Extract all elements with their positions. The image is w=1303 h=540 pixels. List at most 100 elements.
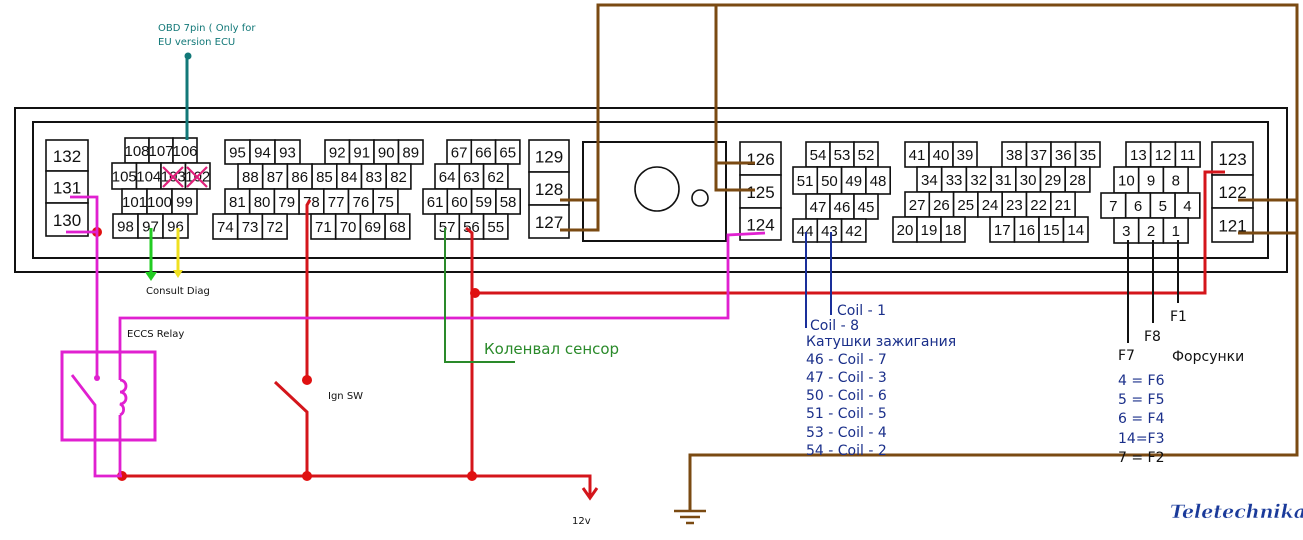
- pin-number: 98: [117, 219, 134, 236]
- pin-number: 25: [957, 197, 974, 214]
- ground-symbol-icon: [674, 509, 706, 525]
- pin-number: 11: [1180, 147, 1196, 164]
- ecu-housing-outer: [14, 107, 1288, 273]
- pin-41: 41: [904, 141, 930, 168]
- pin-10: 10: [1113, 166, 1140, 194]
- pin-box: [124, 137, 150, 164]
- pin-box: [853, 193, 879, 220]
- pin-73: 73: [236, 213, 264, 240]
- pin-number: 76: [353, 194, 370, 211]
- crank-sensor-wire: [444, 228, 515, 363]
- pin-96: 96: [162, 213, 189, 239]
- pin-box: [1211, 174, 1254, 209]
- pin-121: 121: [1211, 207, 1254, 243]
- pin-99: 99: [171, 188, 198, 215]
- pin-box: [904, 141, 930, 168]
- pin-number: 106: [172, 143, 197, 160]
- pin-91: 91: [348, 139, 375, 165]
- pin-box: [892, 216, 918, 243]
- pin-37: 37: [1025, 141, 1052, 168]
- pin-number: 71: [315, 219, 332, 236]
- pin-74: 74: [212, 213, 239, 240]
- crank-sensor-label: Коленвал сенсор: [484, 340, 619, 358]
- pin-number: 90: [378, 145, 395, 162]
- pin-number: 22: [1030, 197, 1047, 214]
- pin-number: 33: [946, 172, 963, 189]
- pin-number: 13: [1130, 147, 1147, 164]
- injector-list-item: 5 = F5: [1118, 392, 1165, 408]
- pin-75: 75: [372, 188, 399, 215]
- pin-28: 28: [1064, 166, 1091, 193]
- ecu-mount-small: [691, 189, 709, 207]
- pin-number: 105: [112, 169, 137, 186]
- pin-24: 24: [977, 191, 1004, 218]
- pin-47: 47: [805, 193, 831, 220]
- pin-52: 52: [853, 141, 879, 168]
- pin-box: [446, 188, 473, 215]
- pin-number: 121: [1218, 217, 1246, 236]
- pin-25: 25: [952, 191, 979, 218]
- eccs-relay-box: [60, 350, 157, 442]
- pin-61: 61: [422, 188, 449, 215]
- pin-box: [111, 162, 138, 190]
- f7-label: F7: [1118, 348, 1135, 364]
- pin-number: 122: [1218, 183, 1246, 202]
- coil-list-item: 47 - Coil - 3: [806, 370, 887, 386]
- pin-122: 122: [1211, 174, 1254, 209]
- pin-45: 45: [853, 193, 879, 220]
- pin-123: 123: [1211, 141, 1254, 176]
- pin-7: 7: [1100, 192, 1127, 219]
- pin-box: [1211, 207, 1254, 243]
- pin-number: 20: [897, 222, 914, 239]
- pin-number: 52: [858, 147, 875, 164]
- pin-number: 46: [834, 199, 851, 216]
- coils-title: Катушки зажигания: [806, 334, 956, 350]
- pin-box: [965, 166, 992, 193]
- pin-number: 123: [1218, 150, 1246, 169]
- pin-number: 58: [500, 194, 517, 211]
- pin-43: 43: [816, 218, 843, 243]
- coil-1-label: Coil - 1: [837, 303, 886, 319]
- pin-58: 58: [495, 188, 521, 215]
- pin-68: 68: [384, 213, 411, 240]
- pin-number: 16: [1018, 222, 1035, 239]
- pin-number: 18: [945, 222, 962, 239]
- pin-1: 1: [1162, 217, 1189, 244]
- pin-number: 77: [328, 194, 345, 211]
- connector-pins: 1321311301081071061051041031021011009998…: [45, 137, 1254, 244]
- pin-number: 4: [1183, 198, 1191, 215]
- pin-5: 5: [1149, 192, 1176, 219]
- pin-65: 65: [494, 139, 521, 165]
- pin-126: 126: [739, 141, 782, 176]
- pin-box: [1113, 217, 1140, 244]
- pin-number: 92: [329, 145, 346, 162]
- coil-list-item: 54 - Coil - 2: [806, 443, 887, 459]
- pin-72: 72: [261, 213, 288, 240]
- pin-number: 24: [982, 197, 999, 214]
- pin-number: 127: [535, 213, 563, 232]
- pin-107: 107: [148, 137, 174, 164]
- pin-number: 93: [279, 145, 296, 162]
- injectors-title: Форсунки: [1172, 349, 1244, 365]
- pin-number: 95: [229, 145, 246, 162]
- pin-box: [434, 163, 461, 190]
- ign-sw-label: Ign SW: [328, 391, 363, 402]
- pin-number: 129: [535, 148, 563, 167]
- pin-108: 108: [124, 137, 150, 164]
- pin-number: 35: [1079, 147, 1096, 164]
- pin-90: 90: [373, 139, 400, 165]
- pin-18: 18: [940, 216, 966, 243]
- pin-number: 107: [148, 143, 173, 160]
- pin-box: [1174, 192, 1201, 219]
- pin-number: 29: [1045, 172, 1062, 189]
- pin-box: [172, 137, 198, 164]
- power-wires: [122, 170, 1225, 501]
- pin-number: 125: [746, 183, 774, 202]
- pin-number: 65: [499, 145, 516, 162]
- pin-57: 57: [434, 213, 461, 240]
- pin-number: 17: [994, 222, 1011, 239]
- pin-34: 34: [916, 166, 943, 193]
- pin-box: [384, 213, 411, 240]
- pin-9: 9: [1137, 166, 1165, 194]
- pin-box: [940, 216, 966, 243]
